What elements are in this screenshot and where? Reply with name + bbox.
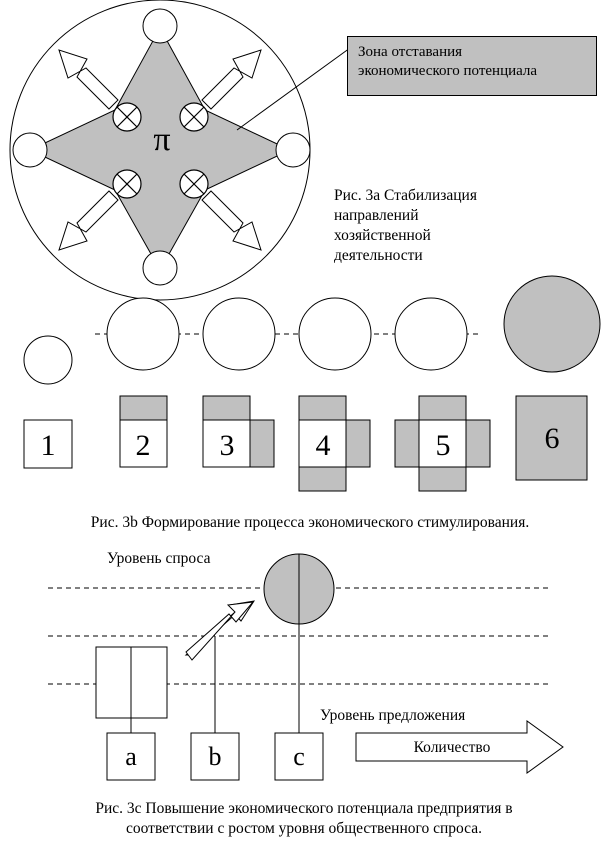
zone-label-line1: Зона отставания xyxy=(358,44,463,60)
fig3a-caption-line4: деятельности xyxy=(334,247,423,264)
growth-circle-2 xyxy=(106,297,180,371)
step-box-4 xyxy=(298,419,347,468)
growth-circle-4 xyxy=(298,297,372,371)
step-label-6: 6 xyxy=(545,422,560,455)
box-c xyxy=(274,732,324,781)
step-5-ext-bottom xyxy=(418,466,467,492)
box-label-c: c xyxy=(293,742,305,771)
step-5-ext-right xyxy=(465,419,491,468)
tip-circle-right xyxy=(275,132,311,168)
step-box-2 xyxy=(119,419,168,468)
step-label-3: 3 xyxy=(220,429,235,462)
step-box-6 xyxy=(515,395,588,481)
zone-label-line2: экономического потенциала xyxy=(358,63,538,79)
box-label-b: b xyxy=(209,742,222,771)
figure-3a: π xyxy=(9,0,351,301)
fig3c-caption-line2: соответствии с ростом уровня общественно… xyxy=(126,820,482,837)
fig3a-caption-line2: направлений xyxy=(334,207,419,224)
quantity-arrow xyxy=(355,720,564,774)
step-box-5 xyxy=(418,419,467,468)
step-label-5: 5 xyxy=(436,429,451,462)
growth-circle-3 xyxy=(202,297,276,371)
fig3c-caption-line1: Рис. 3с Повышение экономического потенци… xyxy=(95,800,512,817)
crossed-circle-1 xyxy=(112,102,142,132)
step-label-2: 2 xyxy=(136,429,151,462)
growth-arrow-body xyxy=(185,601,255,661)
tip-circle-left xyxy=(12,132,48,168)
tip-circle-top xyxy=(142,8,178,44)
fig3b-caption: Рис. 3b Формирование процесса экономичес… xyxy=(91,514,529,531)
pi-symbol: π xyxy=(153,121,170,158)
growth-circle-1 xyxy=(23,335,73,385)
step-3-ext-top xyxy=(202,395,251,421)
box-b xyxy=(190,732,240,781)
arrow-sw xyxy=(58,190,119,251)
demand-level-label: Уровень спроса xyxy=(107,550,211,567)
fig3a-caption: Рис. 3а Стабилизация направлений хозяйст… xyxy=(334,186,477,266)
crossed-circle-2 xyxy=(179,102,209,132)
quantity-label: Количество xyxy=(414,739,491,756)
growth-circle-5 xyxy=(394,297,468,371)
fig3a-caption-line1: Рис. 3а Стабилизация xyxy=(334,187,477,204)
crossed-circle-3 xyxy=(112,169,142,199)
step-4-ext-bottom xyxy=(298,466,347,492)
supply-level-label: Уровень предложения xyxy=(320,707,465,724)
figure-3b: 1 2 3 4 5 6 Рис. 3b Формирование процесс… xyxy=(23,275,601,531)
tip-circle-bottom xyxy=(142,250,178,286)
fig3a-caption-line3: хозяйственной xyxy=(334,227,431,244)
arrow-se xyxy=(201,190,262,251)
step-3-ext-right xyxy=(249,419,275,468)
step-4-ext-right xyxy=(345,419,371,468)
lagging-zone-label: Зона отставания экономического потенциал… xyxy=(347,36,597,96)
box-label-a: a xyxy=(125,742,137,771)
arrow-nw xyxy=(58,49,119,110)
growth-circle-6 xyxy=(503,275,601,373)
figure-3c: Уровень спроса a b c Ур xyxy=(48,550,564,837)
step-2-ext-top xyxy=(119,395,168,421)
step-5-ext-top xyxy=(418,395,467,421)
step-box-1 xyxy=(23,419,73,469)
step-5-ext-left xyxy=(394,419,420,468)
crossed-circle-4 xyxy=(179,169,209,199)
step-box-3 xyxy=(202,419,251,468)
step-4-ext-top xyxy=(298,395,347,421)
step-label-4: 4 xyxy=(316,429,331,462)
zone-leader-line xyxy=(236,47,351,131)
step-label-1: 1 xyxy=(41,429,56,462)
box-a xyxy=(106,732,156,781)
arrow-ne xyxy=(201,49,262,110)
direction-arrows xyxy=(58,49,262,251)
